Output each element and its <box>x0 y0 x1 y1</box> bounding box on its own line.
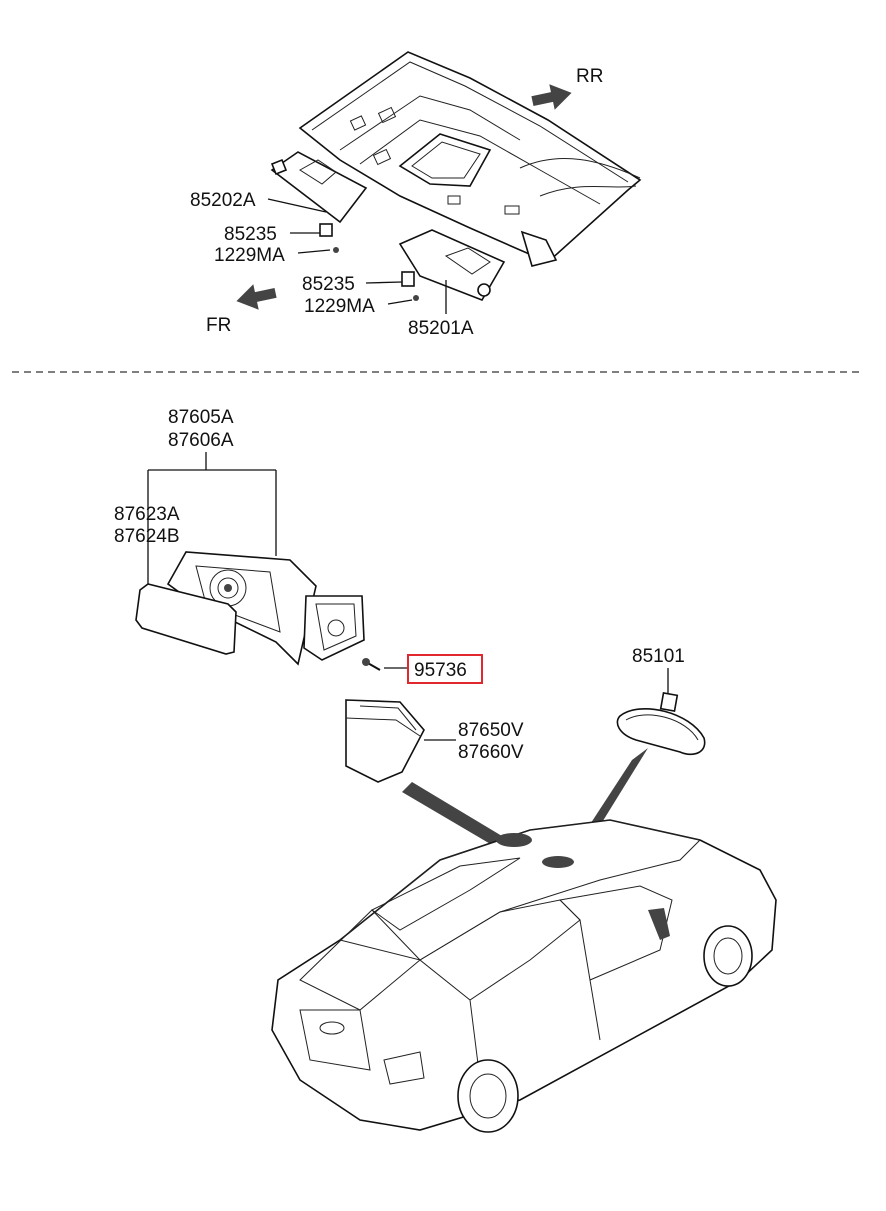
label-cover-2: 87660V <box>458 742 524 763</box>
retainer-lh <box>319 223 339 253</box>
label-screw-lh: 1229MA <box>214 245 285 266</box>
outside-mirror-assembly <box>166 551 365 666</box>
label-retainer-rh: 85235 <box>302 274 355 295</box>
label-retainer-lh: 85235 <box>224 224 277 245</box>
arrow-fr-icon <box>236 284 277 310</box>
car-icon <box>271 819 777 1133</box>
screw-95736 <box>362 658 381 671</box>
direction-fr-label: FR <box>206 315 231 336</box>
sunvisor-rh <box>398 229 506 301</box>
sunvisor-lh <box>270 151 368 224</box>
label-inside-mirror: 85101 <box>632 646 685 667</box>
direction-rr-label: RR <box>576 66 603 87</box>
mirror-glass <box>135 583 237 655</box>
headliner-illustration <box>298 51 642 267</box>
label-screw-95736: 95736 <box>414 660 467 681</box>
label-mirror-assy-1: 87605A <box>168 407 234 428</box>
label-mirror-assy-2: 87606A <box>168 430 234 451</box>
label-screw-rh: 1229MA <box>304 296 375 317</box>
label-mirror-glass-1: 87623A <box>114 504 180 525</box>
inside-mirror <box>616 691 706 756</box>
screw-icon <box>333 247 339 253</box>
label-cover-1: 87650V <box>458 720 524 741</box>
label-sunvisor-rh: 85201A <box>408 318 474 339</box>
highlight-box <box>407 654 483 684</box>
retainer-rh <box>401 271 419 301</box>
mirror-cover <box>345 699 425 783</box>
label-mirror-glass-2: 87624B <box>114 526 180 547</box>
label-sunvisor-lh: 85202A <box>190 190 256 211</box>
arrow-rr-icon <box>531 84 572 110</box>
mirror-icon <box>616 708 706 756</box>
